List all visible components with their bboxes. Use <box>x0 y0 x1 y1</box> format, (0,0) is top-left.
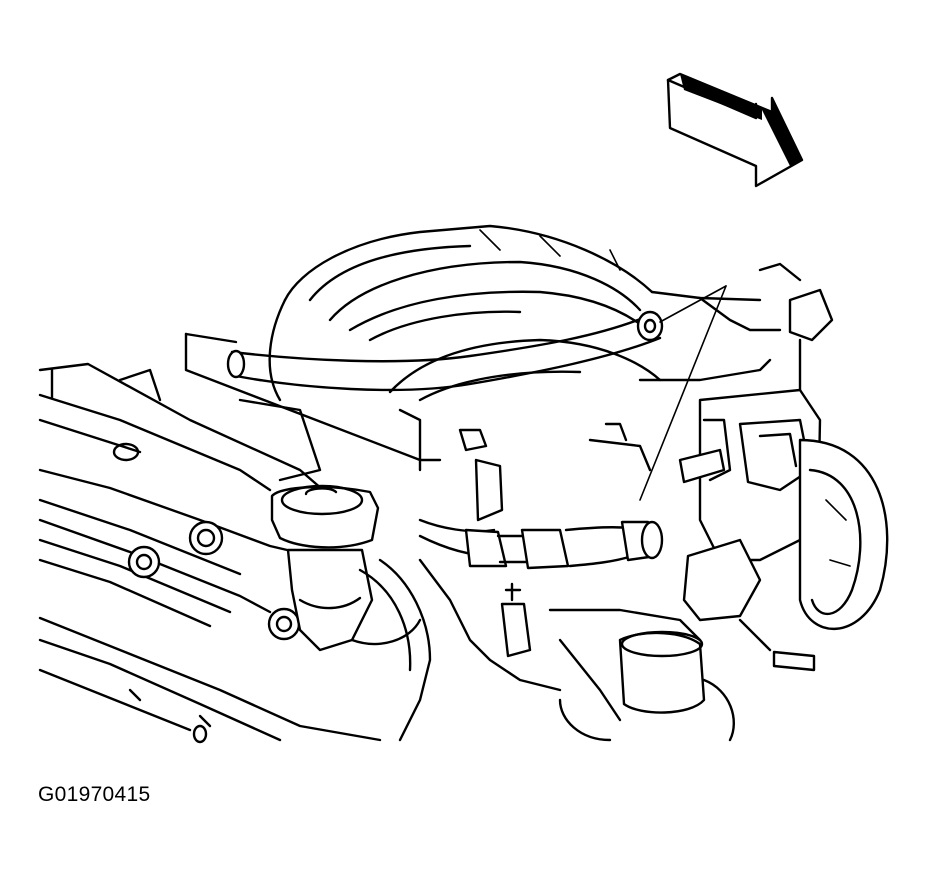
lower-vacuum-hose <box>418 518 664 570</box>
oil-filler-cap <box>270 484 432 742</box>
callout-leader-lines <box>639 285 727 501</box>
lower-engine-block <box>118 368 735 742</box>
intake-manifold <box>268 224 782 402</box>
upper-vacuum-hose <box>226 310 664 392</box>
fuel-rail <box>38 362 332 498</box>
front-direction-arrow-icon <box>666 72 804 188</box>
bracket-plate <box>184 332 442 472</box>
throttle-body <box>678 262 889 672</box>
figure-code: G01970415 <box>38 783 151 806</box>
